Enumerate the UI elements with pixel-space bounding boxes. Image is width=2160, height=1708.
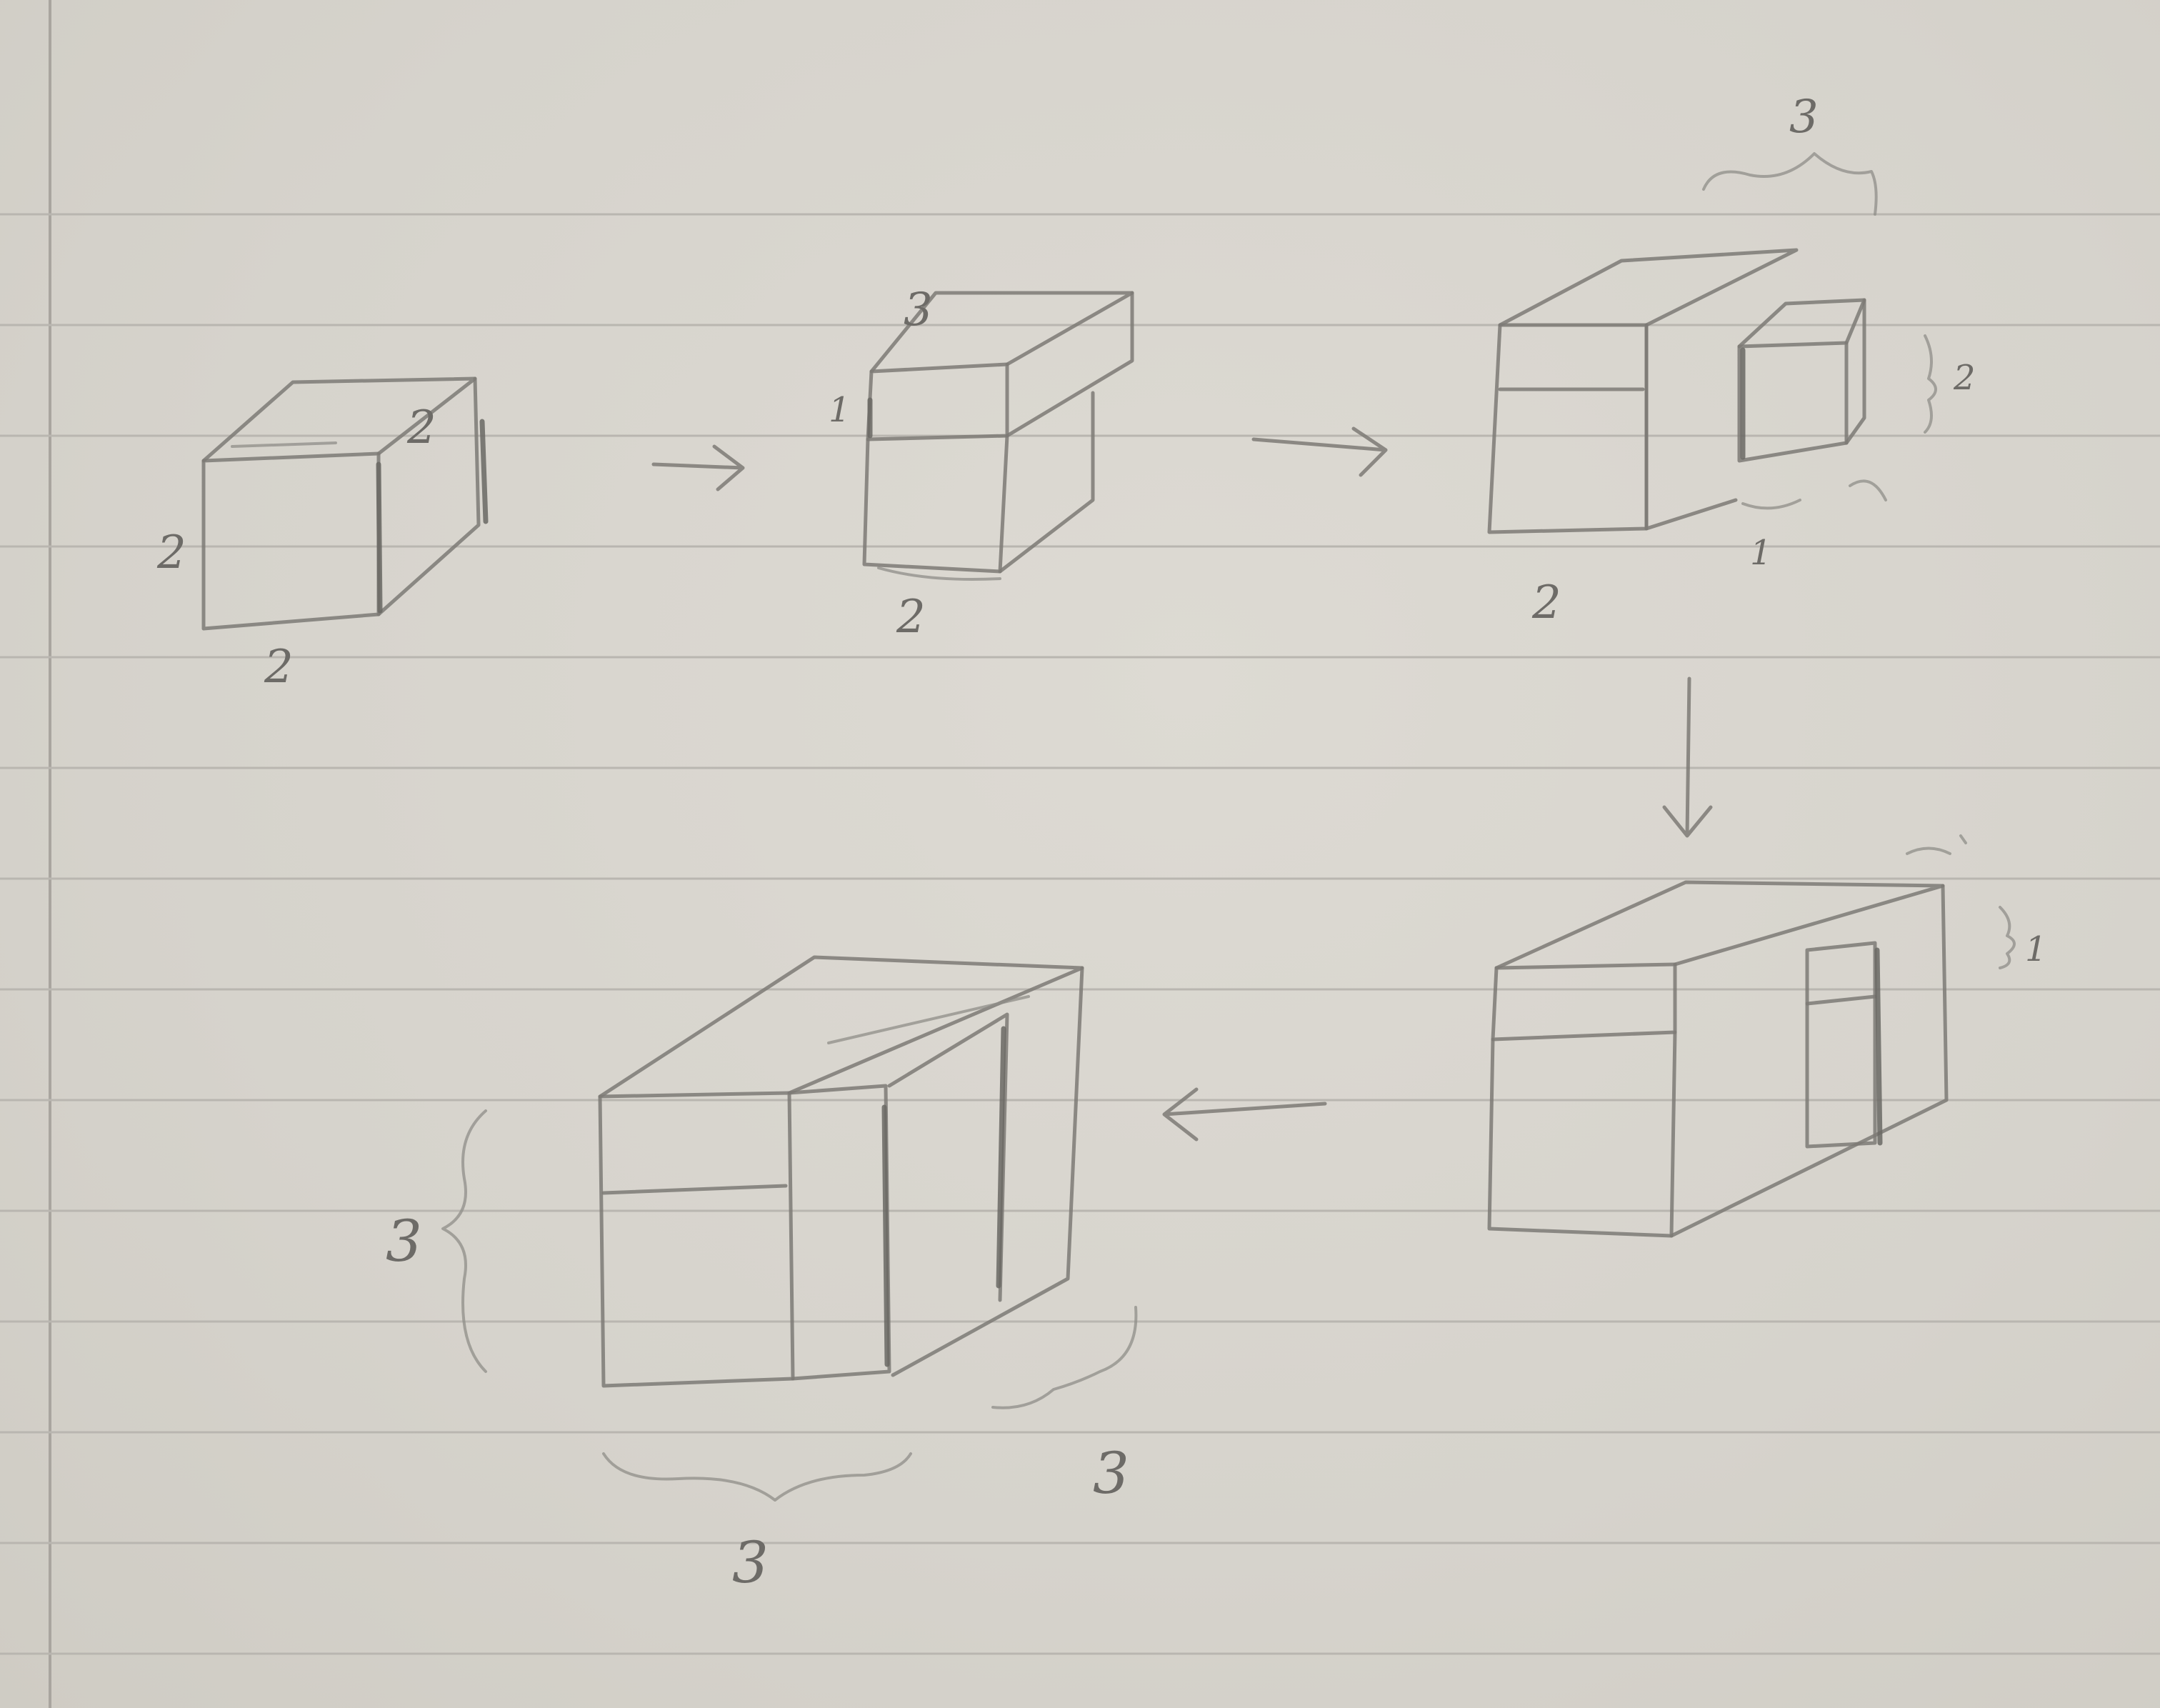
label-left: 3 bbox=[386, 1208, 422, 1274]
slab-top-face bbox=[869, 291, 1134, 374]
cube-2x2x2: 2 2 2 bbox=[156, 376, 489, 694]
slab-front-face bbox=[1491, 962, 1677, 1042]
label-bottom: 2 bbox=[896, 591, 926, 644]
shape-final-3x3x3: 3 3 3 bbox=[386, 955, 1138, 1596]
column-front bbox=[1737, 341, 1849, 463]
slab-top-face bbox=[1494, 880, 1945, 970]
label-cube-left: 2 bbox=[156, 526, 186, 579]
label-top: 3 bbox=[1789, 91, 1819, 144]
left-brace bbox=[441, 1109, 487, 1373]
label-top: 3 bbox=[904, 284, 933, 336]
label-bottom: 3 bbox=[732, 1529, 769, 1596]
column-front bbox=[1805, 941, 1877, 1149]
final-right-column bbox=[887, 1012, 1009, 1302]
label-right: 2 bbox=[1953, 358, 1976, 398]
small-brace bbox=[1741, 479, 1887, 510]
small-mark bbox=[1906, 834, 1967, 855]
block-top-face bbox=[1498, 248, 1799, 327]
column-side bbox=[1844, 298, 1866, 445]
arrow-right-2 bbox=[1251, 426, 1388, 477]
label-small: 1 bbox=[1750, 533, 1772, 573]
column-edge-accent bbox=[1874, 947, 1883, 1146]
shape-step-4: 1 bbox=[1487, 834, 2047, 1238]
cube-hidden-edge bbox=[231, 441, 337, 448]
label-cube-bottom: 2 bbox=[264, 641, 294, 694]
cube-top-face bbox=[201, 376, 477, 463]
slab-front-face bbox=[866, 362, 1009, 441]
label-right: 3 bbox=[1093, 1440, 1129, 1507]
final-side-face bbox=[891, 966, 1084, 1377]
final-layer-line bbox=[601, 1184, 788, 1195]
label-cube-top: 2 bbox=[406, 401, 436, 454]
cube-side-face bbox=[376, 376, 481, 616]
cube-edge-accent bbox=[376, 461, 383, 614]
block-side-edge bbox=[1644, 323, 1738, 531]
cube-side-face bbox=[998, 391, 1095, 574]
arrow-left bbox=[1162, 1087, 1327, 1142]
top-inner-line bbox=[827, 995, 1030, 1044]
shape-step-2: 3 1 2 bbox=[829, 284, 1134, 644]
final-edge-accent bbox=[881, 1104, 890, 1367]
right-brace bbox=[991, 1306, 1138, 1409]
body-front-face bbox=[1487, 1030, 1677, 1238]
final-middle-column bbox=[787, 1084, 891, 1381]
column-top bbox=[1737, 298, 1866, 349]
cube-bottom-sketch bbox=[877, 566, 1001, 581]
label-left: 1 bbox=[829, 390, 851, 430]
cube-front-face bbox=[201, 451, 381, 631]
cube-front-face bbox=[862, 434, 1009, 574]
cube-edge-accent bbox=[479, 419, 489, 524]
final-top-face bbox=[598, 955, 1084, 1099]
bottom-brace bbox=[602, 1452, 912, 1502]
brace-top bbox=[1702, 152, 1878, 216]
final-edge-accent bbox=[996, 1026, 1006, 1289]
shape-step-3: 3 2 2 1 bbox=[1487, 91, 1976, 629]
final-front-face bbox=[598, 1091, 795, 1388]
body-side-face bbox=[1669, 884, 1949, 1238]
block-front-face bbox=[1487, 323, 1649, 534]
label-right: 1 bbox=[2025, 929, 2047, 969]
slab-side-face bbox=[1005, 291, 1134, 438]
arrow-down bbox=[1662, 676, 1713, 838]
right-brace bbox=[1924, 334, 1937, 434]
arrow-right-1 bbox=[651, 444, 745, 491]
column-layer-line bbox=[1805, 994, 1877, 1006]
label-bottom: 2 bbox=[1531, 576, 1561, 629]
right-brace bbox=[1999, 906, 2016, 969]
